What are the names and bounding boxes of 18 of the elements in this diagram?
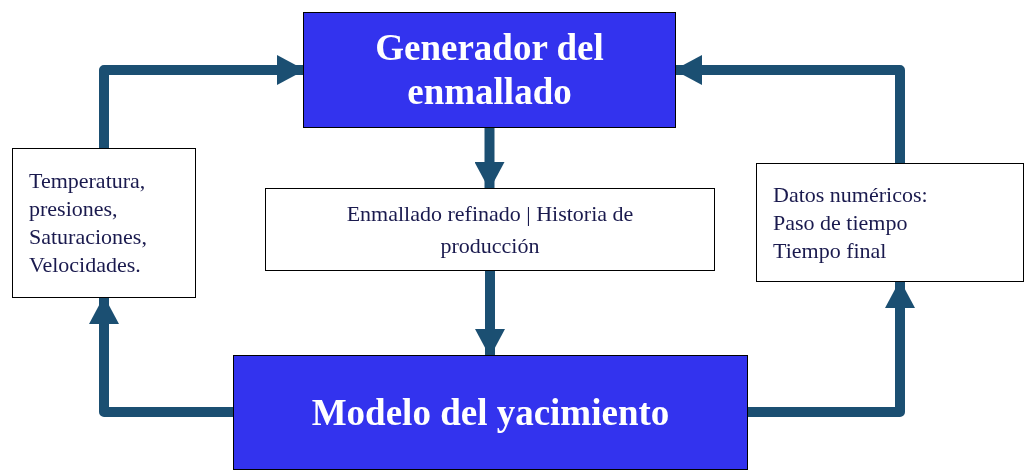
arrow xyxy=(89,296,233,417)
box-label: Modelo del yacimiento xyxy=(311,390,670,435)
process-box xyxy=(233,355,748,470)
box-label: Temperatura, presiones, Saturaciones, Velocidades. xyxy=(29,167,148,279)
text-box xyxy=(12,148,196,298)
arrow xyxy=(99,55,305,148)
arrow xyxy=(674,55,905,163)
process-box xyxy=(303,12,676,128)
box-label: Generador del enmallado xyxy=(374,26,605,114)
arrow xyxy=(474,128,505,190)
arrow xyxy=(475,271,505,357)
box-label: Enmallado refinado | Historia de producción xyxy=(345,199,635,260)
box-label: Datos numéricos: xyxy=(773,180,928,209)
box-label: Tiempo final xyxy=(773,236,887,265)
text-box xyxy=(756,163,1024,282)
text-box xyxy=(265,188,715,271)
arrow xyxy=(748,280,915,417)
box-label: Paso de tiempo xyxy=(773,208,908,237)
